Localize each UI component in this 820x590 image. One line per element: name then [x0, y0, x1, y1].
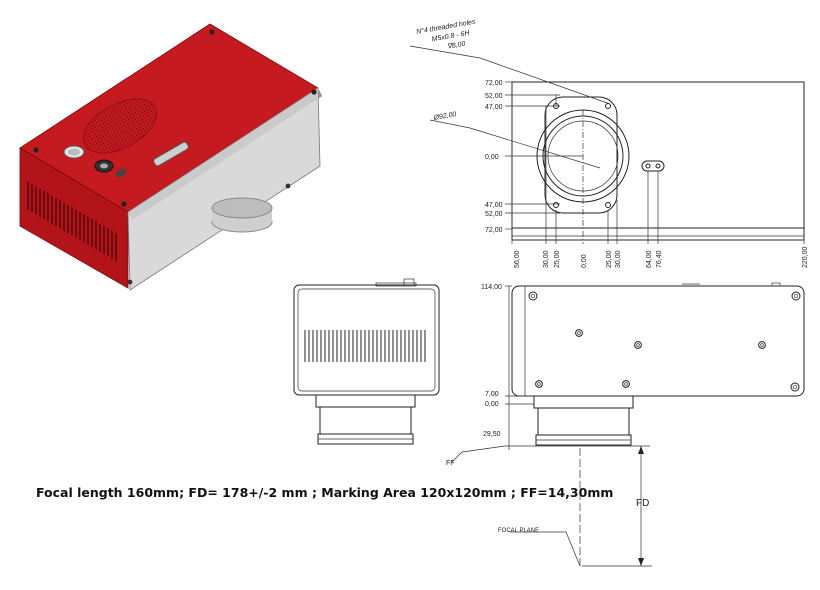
dim-y-52-bottom: 52,00	[485, 211, 503, 218]
dim-x-30-right: 30,00	[615, 250, 622, 268]
dim-x-30-left: 30,00	[543, 250, 550, 268]
dim-x-64: 64,00	[646, 250, 653, 268]
dim-side-114: 114,00	[481, 284, 502, 291]
side-view: 114,00 7,00 0,00 29,50 FF FD FOCAL PLANE	[446, 282, 805, 567]
dim-side-7: 7,00	[485, 391, 499, 398]
dim-y-47-bottom: 47,00	[485, 202, 503, 209]
dim-x-0: 0,00	[581, 254, 588, 268]
dim-y-72-top: 72,00	[485, 80, 503, 87]
dim-y-47-top: 47,00	[485, 104, 503, 111]
dim-y-72-bottom: 72,00	[485, 227, 503, 234]
dim-x-25-left: 25,00	[554, 250, 561, 268]
dim-x-76-40: 76,40	[656, 250, 663, 268]
specs-caption: Focal length 160mm; FD= 178+/-2 mm ; Mar…	[36, 485, 614, 500]
callout-holes-line3: ∇8,00	[447, 40, 467, 51]
callout-diameter: Ø92,00	[432, 111, 457, 122]
dim-side-0: 0,00	[485, 401, 499, 408]
dim-x-56: 56,00	[514, 250, 521, 268]
label-fd: FD	[636, 498, 649, 509]
front-view	[293, 278, 440, 445]
dim-y-52-top: 52,00	[485, 93, 503, 100]
label-ff: FF	[446, 460, 455, 467]
dim-x-25-right: 25,00	[606, 250, 613, 268]
isometric-render	[19, 23, 322, 291]
dim-y-0: 0,00	[485, 154, 499, 161]
dim-x-220: 220,00	[802, 246, 809, 268]
dim-side-29-50: 29,50	[483, 431, 501, 438]
top-view: 72,00 52,00 47,00 0,00 47,00 52,00 72,00…	[409, 18, 809, 268]
label-focal-plane: FOCAL PLANE	[498, 528, 539, 534]
